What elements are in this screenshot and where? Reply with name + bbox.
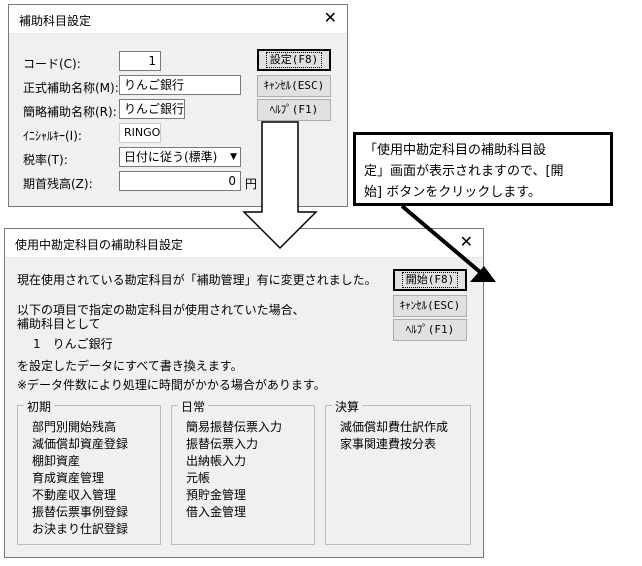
sub-account-item: 1 りんご銀行 — [33, 337, 113, 351]
group-daily: 日常 簡易振替伝票入力 振替伝票入力 出納帳入力 元帳 預貯金管理 借入金管理 — [171, 398, 315, 545]
instruction-callout: 「使用中勘定科目の補助科目設 定」画面が表示されますので、[開 始] ボタンをク… — [353, 132, 613, 206]
list-item: 出納帳入力 — [186, 454, 247, 468]
formal-name-label: 正式補助名称(M): — [23, 81, 119, 95]
callout-line-2: 定」画面が表示されますので、[開 — [364, 164, 564, 179]
list-item: 家事関連費按分表 — [340, 437, 437, 451]
group-legend: 初期 — [24, 398, 55, 415]
down-arrow-icon — [242, 121, 318, 250]
help-button[interactable]: ﾍﾙﾌﾟ(F1) — [393, 319, 467, 341]
tax-label: 税率(T): — [23, 153, 68, 167]
balance-field[interactable]: 0 — [119, 171, 241, 191]
chevron-down-icon[interactable]: ▼ — [230, 152, 237, 162]
formal-name-field[interactable]: りんご銀行 — [119, 75, 241, 95]
tax-select[interactable]: 日付に従う(標準) ▼ — [119, 147, 241, 167]
pointer-arrowhead-icon — [470, 266, 496, 282]
initial-label: ｲﾆｼｬﾙｷｰ(I): — [23, 129, 82, 143]
message-line-2: 以下の項目で指定の勘定科目が使用されていた場合、 — [17, 303, 305, 317]
cancel-button[interactable]: ｷｬﾝｾﾙ(ESC) — [393, 295, 467, 317]
close-icon[interactable]: ✕ — [323, 8, 337, 27]
in-use-account-sub-settings-dialog: 使用中勘定科目の補助科目設定 ✕ 現在使用されている勘定科目が「補助管理」有に変… — [4, 228, 484, 558]
set-button[interactable]: 設定(F8) — [257, 49, 331, 71]
message-line-4: を設定したデータにすべて書き換えます。 — [17, 359, 243, 373]
message-line-5: ※データ件数により処理に時間がかかる場合があります。 — [17, 378, 326, 392]
code-label: コード(C): — [23, 57, 81, 71]
set-button-label: 設定(F8) — [265, 52, 323, 68]
tax-select-value: 日付に従う(標準) — [124, 150, 218, 164]
pointer-arrow-line — [400, 204, 482, 274]
list-item: 預貯金管理 — [186, 488, 247, 502]
list-item: 減価償却資産登録 — [32, 437, 129, 451]
dialog-title: 補助科目設定 — [19, 14, 92, 28]
help-button[interactable]: ﾍﾙﾌﾟ(F1) — [257, 99, 331, 121]
list-item: 振替伝票事例登録 — [32, 505, 129, 519]
list-item: お決まり仕訳登録 — [32, 522, 129, 536]
group-legend: 決算 — [332, 398, 363, 415]
callout-line-1: 「使用中勘定科目の補助科目設 — [364, 143, 547, 158]
balance-label: 期首残高(Z): — [23, 177, 93, 191]
balance-unit: 円 — [245, 177, 258, 191]
list-item: 不動産収入管理 — [32, 488, 117, 502]
group-legend: 日常 — [178, 398, 209, 415]
list-item: 振替伝票入力 — [186, 437, 259, 451]
group-settlement: 決算 減価償却費仕訳作成 家事関連費按分表 — [325, 398, 471, 545]
message-line-3: 補助科目として — [17, 317, 101, 331]
list-item: 減価償却費仕訳作成 — [340, 420, 449, 434]
initial-field[interactable]: RINGO — [119, 123, 161, 143]
list-item: 部門別開始残高 — [32, 420, 117, 434]
dialog-title: 使用中勘定科目の補助科目設定 — [15, 238, 184, 252]
code-field[interactable]: 1 — [119, 51, 161, 71]
list-item: 育成資産管理 — [32, 471, 105, 485]
dialog-titlebar: 補助科目設定 ✕ — [9, 5, 347, 34]
list-item: 借入金管理 — [186, 505, 247, 519]
close-icon[interactable]: ✕ — [459, 232, 473, 251]
message-line-1: 現在使用されている勘定科目が「補助管理」有に変更されました。 — [17, 273, 377, 287]
dialog-titlebar: 使用中勘定科目の補助科目設定 ✕ — [5, 229, 483, 258]
list-item: 棚卸資産 — [32, 454, 81, 468]
group-initial: 初期 部門別開始残高 減価償却資産登録 棚卸資産 育成資産管理 不動産収入管理 … — [17, 398, 161, 545]
short-name-field[interactable]: りんご銀行 — [119, 99, 185, 119]
list-item: 元帳 — [186, 471, 211, 485]
start-button[interactable]: 開始(F8) — [393, 269, 467, 291]
list-item: 簡易振替伝票入力 — [186, 420, 283, 434]
callout-line-3: 始] ボタンをクリックします。 — [364, 185, 541, 200]
sub-account-settings-dialog: 補助科目設定 ✕ コード(C): 1 正式補助名称(M): りんご銀行 簡略補助… — [8, 4, 348, 207]
start-button-label: 開始(F8) — [401, 272, 459, 288]
short-name-label: 簡略補助名称(R): — [23, 105, 117, 119]
cancel-button[interactable]: ｷｬﾝｾﾙ(ESC) — [257, 75, 331, 97]
